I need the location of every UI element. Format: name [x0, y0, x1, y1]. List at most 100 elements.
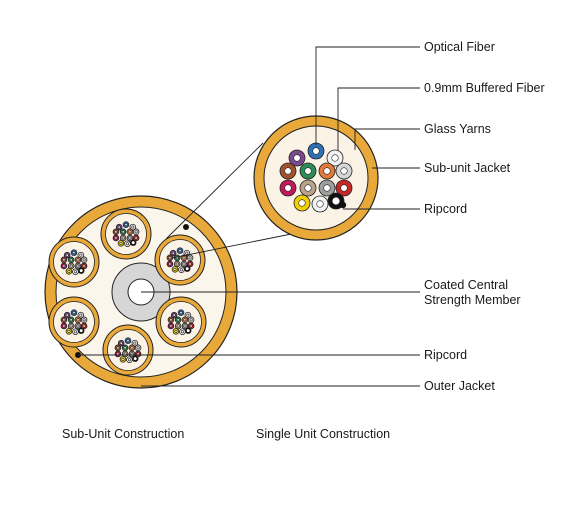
subunit-1-optical-fiber-core-12: [119, 241, 123, 245]
subunit-6-optical-fiber-core-5: [69, 258, 73, 262]
subunit-3-optical-fiber-core-12: [174, 329, 178, 333]
subunit-3: [155, 296, 207, 348]
subunit-yarns: [107, 329, 149, 371]
subunit-yarns: [53, 301, 95, 343]
label-outer-jacket: Outer Jacket: [424, 379, 495, 393]
label-glass-yarns: Glass Yarns: [424, 122, 491, 136]
subunit-1-optical-fiber-core-1: [124, 223, 128, 227]
subunit-3-optical-fiber-core-5: [176, 318, 180, 322]
subunit-2-optical-fiber-core-11: [188, 262, 192, 266]
subunit-1-optical-fiber-core-4: [114, 230, 118, 234]
subunit-6: [48, 236, 100, 288]
unit-optical-fiber-core-14: [332, 197, 340, 205]
label-ripcord-top: Ripcord: [424, 202, 467, 216]
subunit-6-optical-fiber-core-10: [76, 264, 80, 268]
unit-optical-fiber-core-2: [331, 154, 339, 162]
subunit-1-optical-fiber-core-6: [128, 230, 132, 234]
subunit-4-optical-fiber-core-4: [116, 346, 120, 350]
unit-optical-fiber-core-12: [298, 199, 306, 207]
caption-subunit-construction: Sub-Unit Construction: [62, 427, 184, 441]
subunit-1-optical-fiber-core-11: [134, 236, 138, 240]
subunit-5-optical-fiber-core-9: [69, 324, 73, 328]
subunit-2-optical-fiber-core-1: [178, 249, 182, 253]
subunit-1-optical-fiber-core-7: [134, 230, 138, 234]
subunit-4-optical-fiber-core-2: [133, 341, 137, 345]
subunit-5-optical-fiber-core-12: [67, 329, 71, 333]
subunit-yarns: [53, 241, 95, 283]
unit-optical-fiber-core-9: [304, 184, 312, 192]
subunit-2-optical-fiber-core-3: [171, 251, 175, 255]
unit-optical-fiber-core-6: [323, 167, 331, 175]
subunit-3-optical-fiber-core-8: [169, 324, 173, 328]
subunit-2-optical-fiber-core-14: [185, 267, 189, 271]
subunit-5-optical-fiber-core-10: [76, 324, 80, 328]
subunit-5-optical-fiber-core-4: [62, 318, 66, 322]
subunit-3-optical-fiber-core-2: [186, 313, 190, 317]
subunit-2-optical-fiber-core-13: [179, 268, 183, 272]
subunit-3-optical-fiber-core-6: [183, 318, 187, 322]
subunit-6-optical-fiber-core-3: [65, 253, 69, 257]
subunit-5-optical-fiber-core-5: [69, 318, 73, 322]
label-central-member-line2: Strength Member: [424, 293, 521, 307]
unit-optical-fiber-core-13: [316, 200, 324, 208]
ripcord-main-top: [183, 224, 189, 230]
subunit-4-optical-fiber-core-13: [127, 358, 131, 362]
subunit-1-optical-fiber-core-8: [114, 236, 118, 240]
subunit-1-optical-fiber-core-13: [125, 242, 129, 246]
subunit-6-optical-fiber-core-2: [79, 253, 83, 257]
subunit-4-optical-fiber-core-1: [126, 339, 130, 343]
unit-optical-fiber-core-1: [312, 147, 320, 155]
subunit-6-optical-fiber-core-8: [62, 264, 66, 268]
subunit-yarns: [159, 239, 201, 281]
subunit-4-optical-fiber-core-3: [119, 341, 123, 345]
subunit-4-optical-fiber-core-5: [123, 346, 127, 350]
leader-lines: [78, 46, 420, 387]
subunit-4: [102, 324, 154, 376]
unit-optical-fiber-core-10: [323, 184, 331, 192]
subunit-2-optical-fiber-core-2: [185, 251, 189, 255]
subunit-1: [100, 208, 152, 260]
caption-single-unit-construction: Single Unit Construction: [256, 427, 390, 441]
unit-optical-fiber-core-8: [284, 184, 292, 192]
subunit-1-optical-fiber-core-14: [131, 241, 135, 245]
subunit-4-optical-fiber-core-6: [130, 346, 134, 350]
unit-optical-fiber-core-7: [340, 167, 348, 175]
label-ripcord-bottom: Ripcord: [424, 348, 467, 362]
subunit-6-optical-fiber-core-12: [67, 269, 71, 273]
leader-buffered-fiber: [337, 87, 420, 151]
subunit-3-optical-fiber-core-4: [169, 318, 173, 322]
leader-optical-fiber: [315, 46, 420, 145]
subunit-5-optical-fiber-core-3: [65, 313, 69, 317]
ripcord-unit: [339, 201, 347, 209]
subunit-3-optical-fiber-core-1: [179, 311, 183, 315]
subunit-3-optical-fiber-core-13: [180, 330, 184, 334]
subunit-1-optical-fiber-core-3: [117, 225, 121, 229]
subunit-5-optical-fiber-core-14: [79, 329, 83, 333]
subunit-1-optical-fiber-core-10: [128, 236, 132, 240]
subunit-6-optical-fiber-core-9: [69, 264, 73, 268]
subunit-4-optical-fiber-core-7: [136, 346, 140, 350]
subunit-yarns: [105, 213, 147, 255]
subunit-1-optical-fiber-core-2: [131, 225, 135, 229]
subunit-6-optical-fiber-core-14: [79, 269, 83, 273]
subunit-2-optical-fiber-core-6: [182, 256, 186, 260]
unit-optical-fiber-core-5: [304, 167, 312, 175]
subunit-6-optical-fiber-core-7: [82, 258, 86, 262]
subunit-2-optical-fiber-core-4: [168, 256, 172, 260]
subunit-4-optical-fiber-core-14: [133, 357, 137, 361]
buffered-fibers-group: [279, 142, 353, 213]
subunit-2-optical-fiber-core-9: [175, 262, 179, 266]
subunit-6-optical-fiber-core-6: [76, 258, 80, 262]
subunit-1-optical-fiber-core-9: [121, 236, 125, 240]
label-subunit-jacket: Sub-unit Jacket: [424, 161, 511, 175]
subunit-3-optical-fiber-core-11: [189, 324, 193, 328]
subunit-5-optical-fiber-core-11: [82, 324, 86, 328]
subunit-5-optical-fiber-core-1: [72, 311, 76, 315]
unit-optical-fiber-core-3: [293, 154, 301, 162]
subunit-5: [48, 296, 100, 348]
subunit-3-optical-fiber-core-9: [176, 324, 180, 328]
subunit-6-optical-fiber-core-13: [73, 270, 77, 274]
label-optical-fiber: Optical Fiber: [424, 40, 495, 54]
label-buffered-fiber: 0.9mm Buffered Fiber: [424, 81, 545, 95]
